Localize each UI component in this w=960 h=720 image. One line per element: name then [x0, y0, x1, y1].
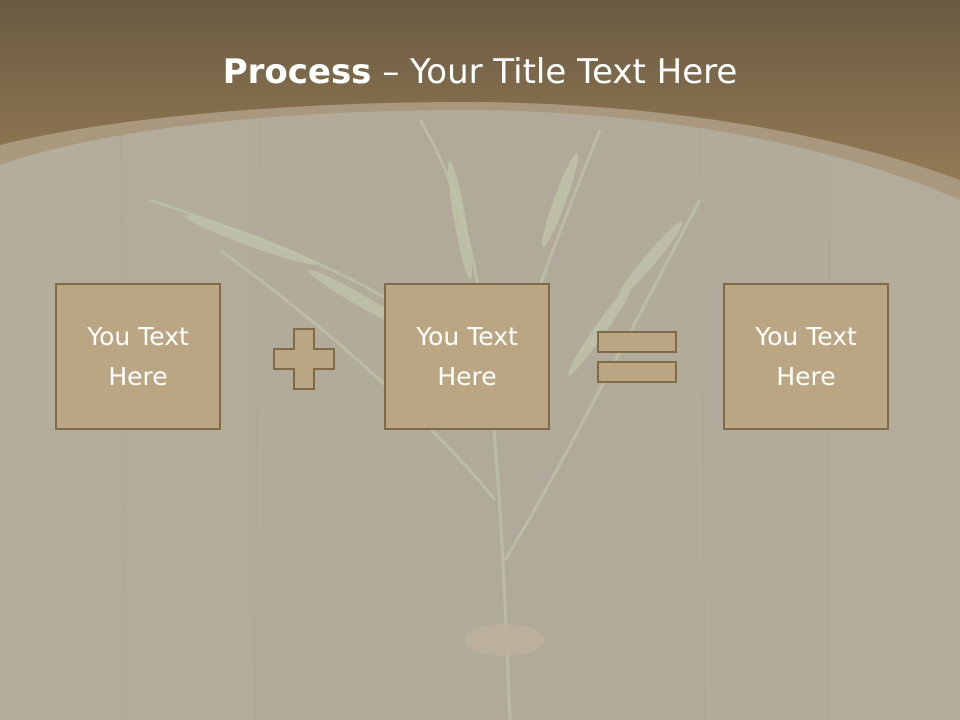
- text-box-2[interactable]: You Text Here: [384, 283, 550, 430]
- plus-icon: [273, 328, 335, 390]
- slide-title: Process – Your Title Text Here: [0, 52, 960, 92]
- text-box-label: You Text Here: [416, 321, 518, 391]
- text-box-label: You Text Here: [755, 321, 857, 391]
- title-bold: Process: [222, 52, 372, 92]
- title-banner: [0, 0, 960, 200]
- equals-icon: [597, 331, 677, 383]
- text-box-3[interactable]: You Text Here: [723, 283, 889, 430]
- title-rest: – Your Title Text Here: [371, 52, 738, 92]
- text-box-1[interactable]: You Text Here: [55, 283, 221, 430]
- text-box-label: You Text Here: [87, 321, 189, 391]
